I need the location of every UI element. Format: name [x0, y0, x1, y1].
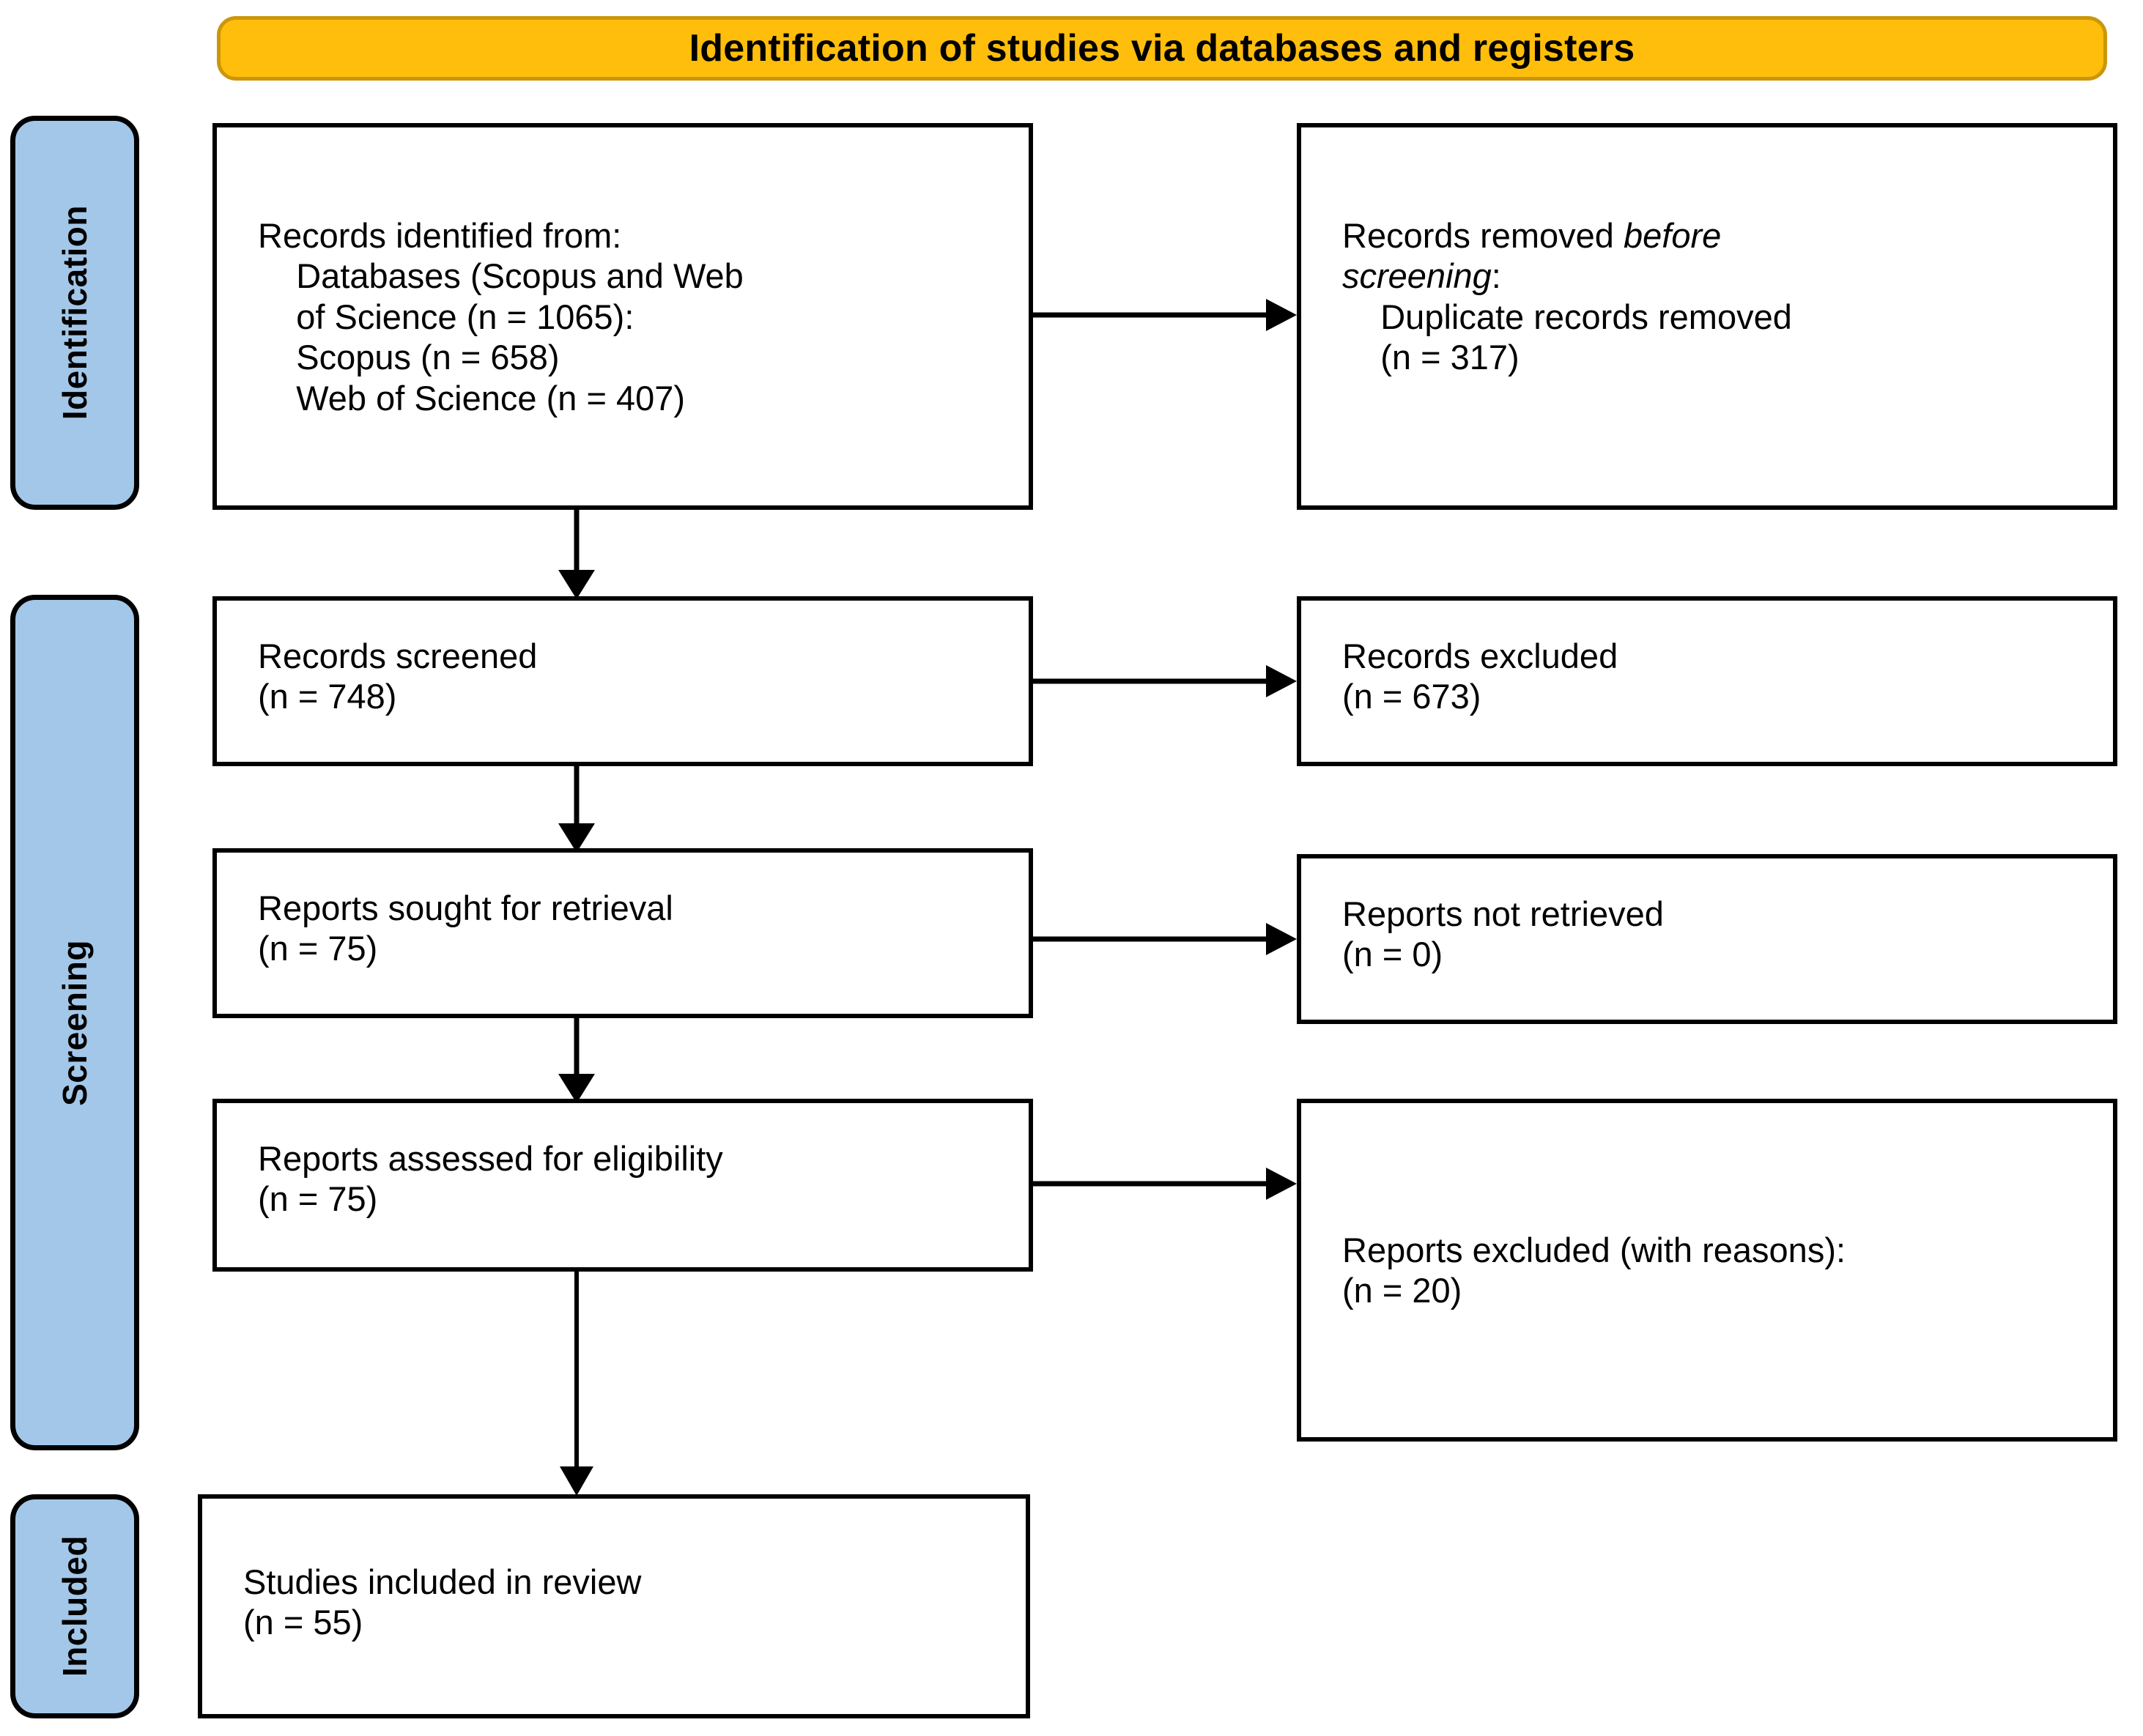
stage-label-identification-text: Identification: [56, 205, 94, 420]
edge-identified-to-screened: [551, 507, 602, 601]
records-removed-line-4: (n = 317): [1342, 338, 1520, 377]
studies-included-line-2: (n = 55): [243, 1603, 363, 1642]
reports-assessed-line-1: Reports assessed for eligibility: [258, 1139, 723, 1178]
node-reports-assessed: Reports assessed for eligibility (n = 75…: [212, 1099, 1033, 1272]
diagram-header-banner: Identification of studies via databases …: [217, 16, 2107, 81]
reports-excluded-reasons-line-2: (n = 20): [1342, 1271, 1462, 1310]
reports-sought-line-2: (n = 75): [258, 929, 378, 968]
records-removed-line-1-emphasis: before: [1624, 216, 1722, 255]
records-excluded-line-1: Records excluded: [1342, 637, 1618, 675]
edge-sought-to-assessed: [551, 1015, 602, 1105]
records-removed-line-2-emphasis: screening: [1342, 256, 1492, 296]
node-records-removed: Records removed before screening: Duplic…: [1297, 123, 2117, 510]
records-identified-line-2: Databases (Scopus and Web: [258, 256, 744, 296]
stage-label-screening-text: Screening: [56, 939, 94, 1106]
node-records-screened: Records screened (n = 748): [212, 596, 1033, 766]
reports-excluded-reasons-line-1: Reports excluded (with reasons):: [1342, 1230, 1846, 1269]
records-removed-line-1: Records removed before: [1342, 215, 2098, 256]
records-identified-line-5: Web of Science (n = 407): [258, 378, 686, 418]
records-removed-line-1-plain: Records removed: [1342, 216, 1624, 255]
records-identified-line-1: Records identified from:: [258, 216, 622, 255]
edge-screened-to-sought: [551, 763, 602, 854]
node-studies-included: Studies included in review (n = 55): [198, 1494, 1030, 1718]
records-removed-line-2-plain: :: [1491, 256, 1501, 296]
edge-identified-to-removed: [1033, 293, 1300, 337]
studies-included-line-1: Studies included in review: [243, 1562, 642, 1601]
reports-not-retrieved-line-1: Reports not retrieved: [1342, 894, 1664, 933]
page-title: Identification of studies via databases …: [689, 27, 1635, 70]
stage-label-included-text: Included: [56, 1535, 94, 1677]
edge-screened-to-excluded: [1033, 659, 1300, 703]
node-records-identified: Records identified from: Databases (Scop…: [212, 123, 1033, 510]
node-reports-not-retrieved: Reports not retrieved (n = 0): [1297, 854, 2117, 1024]
records-identified-line-3: of Science (n = 1065):: [258, 297, 634, 336]
reports-not-retrieved-line-2: (n = 0): [1342, 935, 1443, 974]
reports-sought-line-1: Reports sought for retrieval: [258, 889, 673, 927]
node-reports-excluded-reasons: Reports excluded (with reasons): (n = 20…: [1297, 1099, 2117, 1442]
records-removed-line-2: screening:: [1342, 256, 2098, 296]
records-identified-line-4: Scopus (n = 658): [258, 338, 560, 377]
records-removed-line-3: Duplicate records removed: [1342, 297, 1792, 336]
stage-label-screening: Screening: [10, 595, 139, 1450]
stage-label-identification: Identification: [10, 116, 139, 510]
edge-sought-to-not-retrieved: [1033, 917, 1300, 961]
node-reports-sought: Reports sought for retrieval (n = 75): [212, 848, 1033, 1018]
edge-assessed-to-excluded-reasons: [1033, 1162, 1300, 1206]
node-records-excluded: Records excluded (n = 673): [1297, 596, 2117, 766]
records-screened-line-2: (n = 748): [258, 677, 397, 716]
reports-assessed-line-2: (n = 75): [258, 1179, 378, 1219]
edge-assessed-to-studies-included: [551, 1269, 602, 1497]
records-excluded-line-2: (n = 673): [1342, 677, 1481, 716]
stage-label-included: Included: [10, 1494, 139, 1718]
records-screened-line-1: Records screened: [258, 637, 538, 675]
